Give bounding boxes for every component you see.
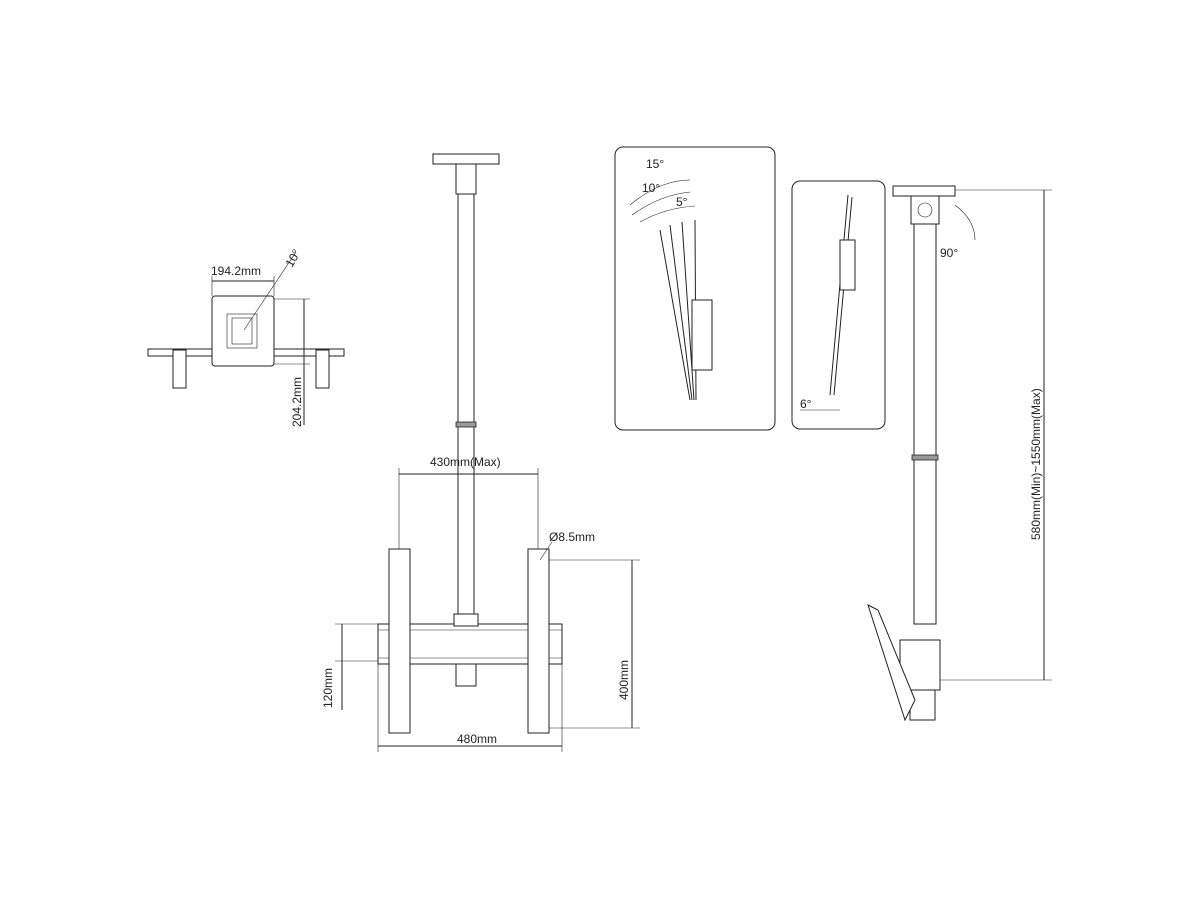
tilt-angle-10: 10°	[642, 181, 660, 195]
tilt-detail-panel: 15° 10° 5°	[614, 146, 776, 431]
vertical-spacing-label: 400mm	[617, 660, 631, 700]
height-range-label: 580mm(Min)~1550mm(Max)	[1029, 388, 1043, 540]
swivel-angle-label: 90°	[940, 246, 958, 260]
ceiling-plate-view: 194.2mm 204.2mm 10°	[147, 247, 345, 427]
plate-width-label: 194.2mm	[211, 264, 261, 278]
side-tilt-panel: 6°	[791, 180, 886, 430]
total-width-label: 480mm	[457, 732, 497, 746]
tilt-angle-5: 5°	[676, 195, 688, 209]
rail-height-label: 120mm	[321, 668, 335, 708]
plate-depth-label: 204.2mm	[290, 377, 304, 427]
side-view: 90° 580mm(Min)~1550mm(Max)	[867, 185, 1052, 722]
plate-rotation-label: 10°	[282, 247, 303, 270]
tilt-angle-15: 15°	[646, 157, 664, 171]
hole-diameter-label: Ø8.5mm	[549, 530, 595, 544]
arm-spacing-label: 430mm(Max)	[430, 455, 501, 469]
front-view: 430mm(Max) Ø8.5mm 400mm 120mm 480mm	[321, 153, 640, 752]
side-tilt-angle: 6°	[800, 397, 812, 411]
